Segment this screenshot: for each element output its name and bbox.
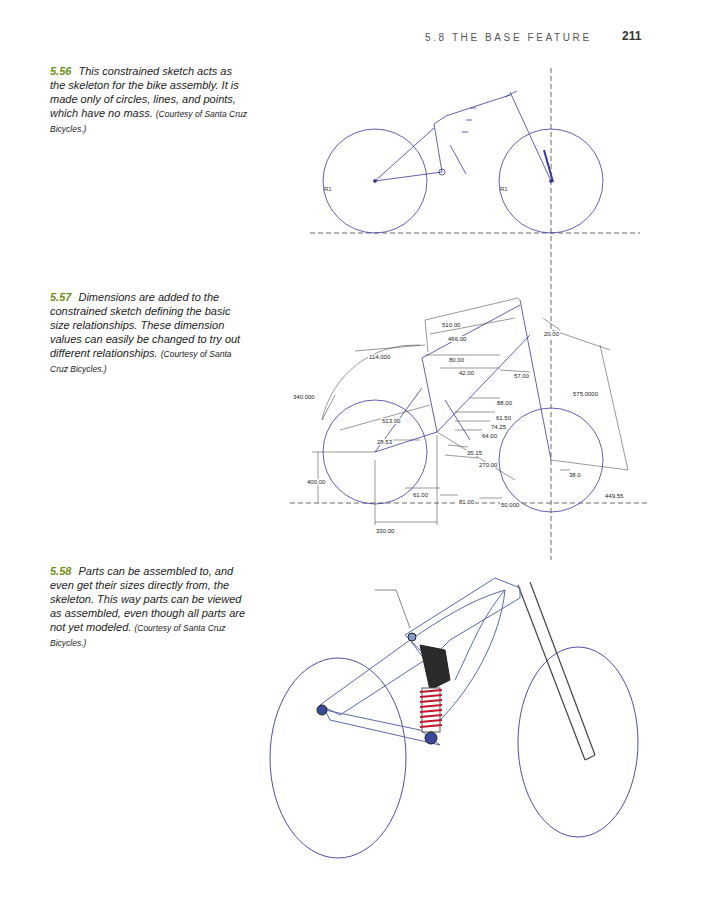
dimension-value: 28.53 <box>376 439 393 445</box>
dimension-value: 57.00 <box>513 373 530 379</box>
figure-number: 5.58 <box>50 565 71 577</box>
label-holder: 5.8 THE BASE FEATURE <box>425 27 592 45</box>
label-holder: 575.0000 <box>572 382 599 400</box>
page-number: 211 <box>622 29 641 43</box>
running-header: 5.8 THE BASE FEATURE <box>425 32 592 43</box>
dimension-value: 64.00 <box>481 433 498 439</box>
dimension-value: 513.00 <box>381 418 401 424</box>
caption-text: Parts can be assembled to, and even get … <box>50 565 245 633</box>
label-holder: 340.000 <box>292 385 316 403</box>
dimension-value: 20.00 <box>543 331 560 337</box>
figure-caption: 5.58 Parts can be assembled to, and even… <box>50 564 250 650</box>
dimension-value: 88.00 <box>496 400 513 406</box>
label-holder: 270.00 <box>478 453 498 471</box>
label-holder: 42.00 <box>458 361 475 379</box>
figure-caption: 5.56 This constrained sketch acts as the… <box>50 64 250 136</box>
dimensioned-sketch <box>290 300 650 512</box>
label-holder: 50.000 <box>500 493 520 511</box>
label-holder: 330.00 <box>375 519 395 537</box>
dimension-lines <box>312 298 628 525</box>
label-holder: 80.00 <box>448 348 465 366</box>
label-holder: 114.000 <box>368 345 391 363</box>
label-holder: 28.53 <box>376 430 393 448</box>
dimension-value: 61.00 <box>412 492 429 498</box>
point-label: R1 <box>324 186 332 192</box>
label-holder: 466.00 <box>447 327 467 345</box>
label-holder: R1 <box>500 177 508 195</box>
label-holder: 449.55 <box>604 484 624 502</box>
figure-caption: 5.57 Dimensions are added to the constra… <box>50 290 250 376</box>
dimension-value: 449.55 <box>604 493 624 499</box>
dimension-value: 270.00 <box>478 462 498 468</box>
caption-text: Dimensions are added to the constrained … <box>50 291 240 359</box>
label-holder: 74.25 <box>490 415 507 433</box>
dimension-value: 575.0000 <box>572 391 599 397</box>
dimension-value: 400.00 <box>306 479 326 485</box>
dimension-value: 42.00 <box>458 370 475 376</box>
label-holder: 88.00 <box>496 391 513 409</box>
label-holder: 81.00 <box>458 490 475 508</box>
dimension-value: 80.00 <box>448 357 465 363</box>
dimension-value: 114.000 <box>368 354 391 360</box>
label-holder: 64.00 <box>481 424 498 442</box>
dimension-value: 61.50 <box>495 415 512 421</box>
label-holder: 211 <box>622 26 641 44</box>
skeleton-sketch <box>310 91 640 233</box>
label-holder: 20.00 <box>543 322 560 340</box>
label-holder: 38.0 <box>568 463 582 481</box>
figure-number: 5.57 <box>50 291 71 303</box>
dimension-value: 81.00 <box>458 499 475 505</box>
dimension-value: 35.15 <box>466 450 483 456</box>
figure-number: 5.56 <box>50 65 71 77</box>
label-holder: 61.50 <box>495 406 512 424</box>
point-label: R1 <box>500 186 508 192</box>
label-holder: 510.00 <box>441 313 461 331</box>
label-holder: 400.00 <box>306 470 326 488</box>
bike-assembly <box>270 578 638 858</box>
dimension-value: 38.0 <box>568 472 582 478</box>
dimension-value: 466.00 <box>447 336 467 342</box>
label-holder: 61.00 <box>412 483 429 501</box>
dimension-value: 510.00 <box>441 322 461 328</box>
dimension-value: 340.000 <box>292 394 316 400</box>
label-holder: R1 <box>324 177 332 195</box>
dimension-value: 50.000 <box>500 502 520 508</box>
dimension-value: 330.00 <box>375 528 395 534</box>
label-holder: 513.00 <box>381 409 401 427</box>
dimension-value: 74.25 <box>490 424 507 430</box>
center-line <box>551 68 552 560</box>
label-holder: 57.00 <box>513 364 530 382</box>
label-holder: 35.15 <box>466 441 483 459</box>
